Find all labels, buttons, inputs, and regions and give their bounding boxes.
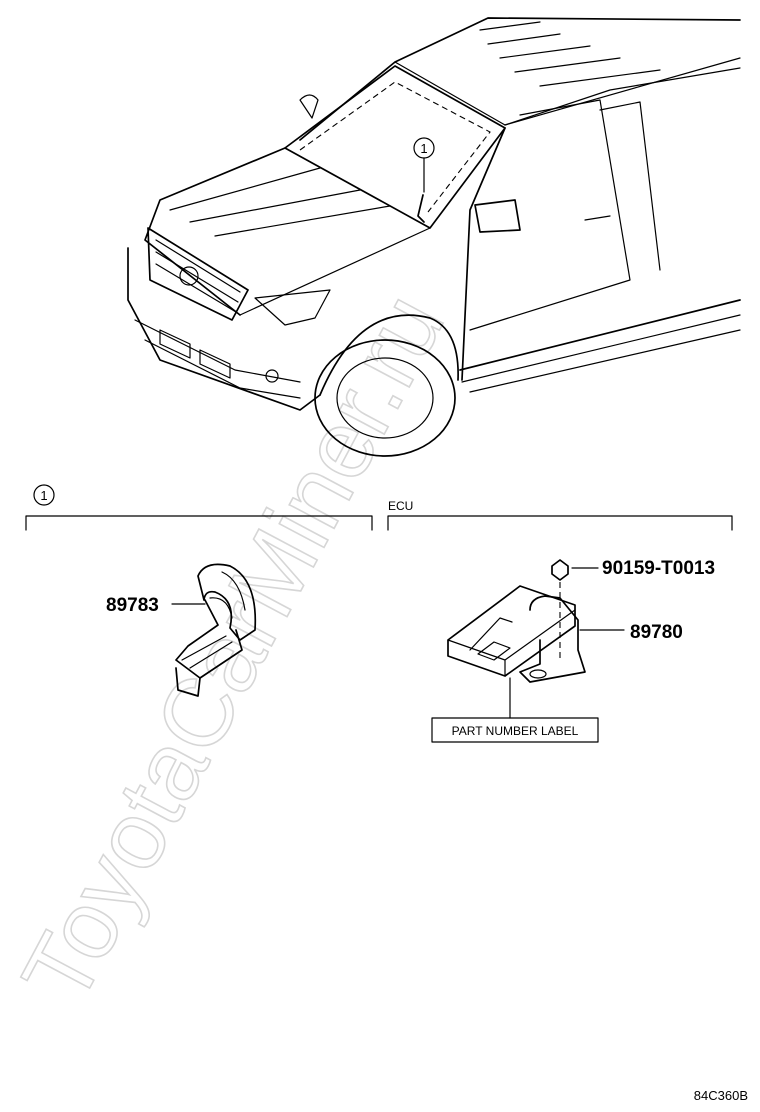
vehicle-illustration: 1 [127, 17, 741, 457]
left-bracket-line [25, 515, 373, 531]
right-bracket-line [387, 515, 733, 531]
part-89783: 89783 [106, 563, 257, 697]
part-number-89780: 89780 [630, 622, 683, 643]
section-ref-circle [33, 484, 55, 506]
callout-number: 1 [420, 141, 427, 156]
callout-circle [413, 137, 435, 159]
part-number-label-box: PART NUMBER LABEL [431, 717, 599, 743]
part-number-label-text: PART NUMBER LABEL [452, 724, 579, 738]
section-ref-number: 1 [40, 488, 47, 503]
section-label-ecu: ECU [388, 499, 413, 513]
part-number-89783: 89783 [106, 595, 159, 616]
figure-code: 84C360B [694, 1088, 748, 1103]
part-89780: 90159-T0013 89780 [447, 558, 715, 719]
part-number-90159: 90159-T0013 [602, 558, 715, 579]
watermark-text: ToyotaCarMiner.ru [2, 277, 465, 1020]
bolt-90159 [551, 559, 569, 581]
section-bracket: 1 ECU [25, 484, 733, 531]
